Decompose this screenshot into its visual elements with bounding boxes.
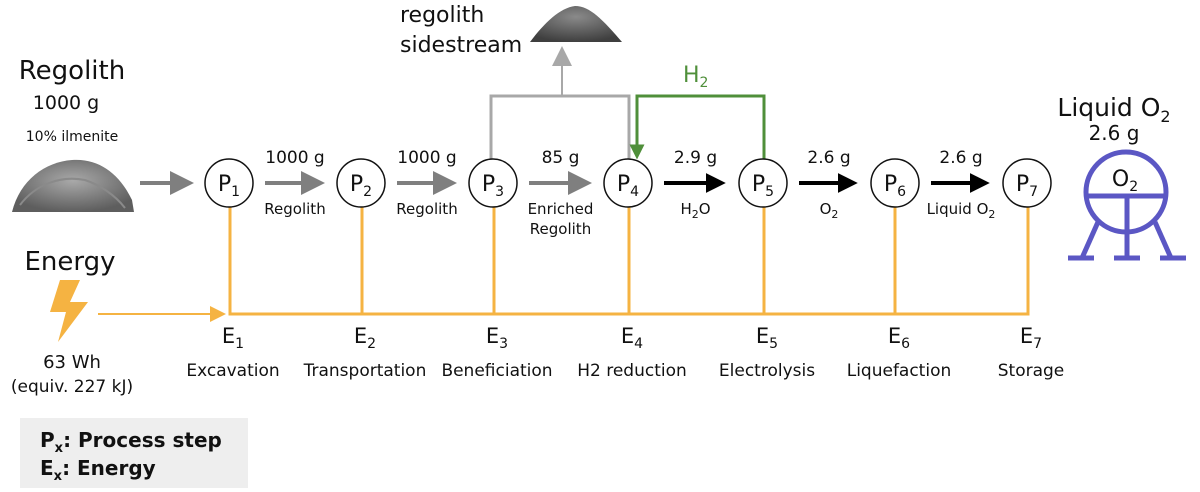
process-nodes: P1 P2 P3 P4 P5 P6 P7 <box>204 158 1052 208</box>
energy-rail <box>98 203 1030 322</box>
output-title: Liquid O2 <box>1057 93 1170 126</box>
sidestream-label-line1: regolith <box>400 3 484 28</box>
process-circle <box>738 158 788 208</box>
flow-4: 2.9 g H2O <box>664 148 726 221</box>
legend-process: Px: Process step <box>40 428 222 456</box>
regolith-heap-icon <box>530 6 622 42</box>
flow-label: H2O <box>680 200 710 221</box>
energy-labels: E1ExcavationE2TransportationE3Beneficiat… <box>186 324 1064 381</box>
input-title: Regolith <box>19 56 125 86</box>
energy-step-4: E4 H2 reduction <box>577 324 687 381</box>
process-label: P7 <box>1016 172 1038 200</box>
input-mass: 1000 g <box>33 92 99 114</box>
step-name: Excavation <box>186 361 279 381</box>
process-circle <box>870 158 920 208</box>
regolith-pile-icon <box>12 159 134 212</box>
flow-label: Enriched <box>528 200 594 218</box>
process-node-2: P2 <box>336 158 386 208</box>
sidestream-label-line2: sidestream <box>400 33 522 58</box>
energy-label: E2 <box>354 324 376 352</box>
energy-label: E1 <box>222 324 244 352</box>
step-name: Storage <box>998 361 1065 381</box>
energy-amount: 63 Wh <box>43 352 101 373</box>
energy-label: E5 <box>756 324 778 352</box>
energy-equivalent: (equiv. 227 kJ) <box>11 377 133 397</box>
tank-label: O2 <box>1112 167 1138 195</box>
flow-label: O2 <box>820 200 839 221</box>
energy-label: E3 <box>486 324 508 352</box>
flow-label: Regolith <box>264 200 325 218</box>
process-node-1: P1 <box>204 158 254 208</box>
legend-box <box>20 418 248 488</box>
lightning-bolt-icon <box>50 280 88 342</box>
process-circle <box>336 158 386 208</box>
step-name: Transportation <box>303 361 427 381</box>
energy-label: E6 <box>888 324 910 352</box>
flow-2: 1000 g Regolith <box>396 148 457 218</box>
process-node-7: P7 <box>1002 158 1052 208</box>
flow-label: Liquid O2 <box>927 200 996 221</box>
process-label: P2 <box>350 172 372 200</box>
flow-label-line2: Regolith <box>530 220 591 238</box>
flow-label: Regolith <box>396 200 457 218</box>
flow-mass: 1000 g <box>397 148 456 168</box>
input-composition: 10% ilmenite <box>26 129 118 145</box>
step-name: Beneficiation <box>441 361 552 381</box>
process-label: P6 <box>884 172 906 200</box>
legend-energy: Ex: Energy <box>40 456 156 484</box>
flow-mass: 2.6 g <box>807 148 850 168</box>
energy-title: Energy <box>24 247 115 277</box>
process-circle <box>468 158 518 208</box>
flow-6: 2.6 g Liquid O2 <box>927 148 996 221</box>
sidestream-branch <box>489 46 631 162</box>
flow-mass: 2.9 g <box>674 148 717 168</box>
process-label: P4 <box>617 172 639 200</box>
process-circle <box>1002 158 1052 208</box>
step-name: H2 reduction <box>577 361 687 381</box>
hydrogen-feedback-loop <box>629 94 766 160</box>
flow-mass: 1000 g <box>265 148 324 168</box>
process-node-4: P4 <box>603 158 653 208</box>
process-circle <box>603 158 653 208</box>
energy-label: E4 <box>621 324 643 352</box>
process-node-5: P5 <box>738 158 788 208</box>
process-label: P1 <box>218 172 240 200</box>
process-node-6: P6 <box>870 158 920 208</box>
feedback-label: H2 <box>683 63 708 91</box>
process-label: P5 <box>752 172 774 200</box>
process-circle <box>204 158 254 208</box>
flow-mass: 2.6 g <box>939 148 982 168</box>
process-node-3: P3 <box>468 158 518 208</box>
flow-1: 1000 g Regolith <box>264 148 325 218</box>
step-name: Electrolysis <box>719 361 815 381</box>
flow-mass: 85 g <box>542 148 580 168</box>
energy-label: E7 <box>1020 324 1042 352</box>
output-mass: 2.6 g <box>1089 121 1140 145</box>
process-label: P3 <box>482 172 504 200</box>
storage-tank-icon <box>1068 149 1186 261</box>
step-name: Liquefaction <box>847 361 952 381</box>
flow-5: 2.6 g O2 <box>799 148 858 221</box>
process-flows: 1000 g Regolith 1000 g Regolith 85 g Enriched… <box>264 148 995 238</box>
